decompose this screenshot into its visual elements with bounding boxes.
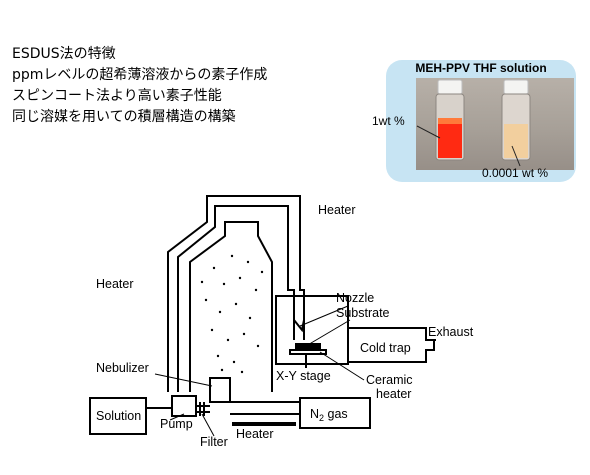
label-exhaust: Exhaust (428, 325, 474, 339)
label-heater-top: Heater (318, 203, 356, 217)
ceramic-heater-leader (319, 351, 365, 381)
label-heater-left: Heater (96, 277, 134, 291)
filter-leader (201, 413, 215, 437)
substrate-leader (305, 319, 351, 347)
label-heater-ceramic: heater (376, 387, 411, 401)
label-nebulizer: Nebulizer (96, 361, 149, 375)
feature-item-3: 同じ溶媒を用いての積層構造の構築 (12, 109, 236, 125)
label-nozzle: Nozzle (336, 291, 374, 305)
label-xy-stage: X-Y stage (276, 369, 331, 383)
label-pump: Pump (160, 417, 193, 431)
label-solution: Solution (96, 409, 141, 423)
feature-list: ESDUS法の特徴 ppmレベルの超希薄溶液からの素子作成 スピンコート法より高… (12, 44, 372, 128)
solution-photo-panel: MEH-PPV THF solution (386, 60, 576, 182)
label-substrate: Substrate (336, 306, 390, 320)
cold-trap (348, 327, 435, 363)
solution-reservoir (89, 397, 147, 435)
nebulizer-chamber (189, 221, 273, 392)
chamber-inner-wall (177, 205, 295, 392)
vials-image (416, 79, 531, 167)
filter (199, 402, 205, 416)
feature-item-1: ppmレベルの超希薄溶液からの素子作成 (12, 67, 268, 83)
label-ceramic: Ceramic (366, 373, 413, 387)
label-filter: Filter (200, 435, 228, 449)
vials-photo (416, 78, 574, 170)
label-1wt: 1wt % (372, 114, 405, 128)
low-concentration-solution (504, 124, 528, 158)
label-n2-gas: N2 gas (310, 407, 348, 423)
label-cold-trap: Cold trap (360, 341, 411, 355)
pump (171, 395, 197, 417)
label-heater-bottom: Heater (236, 427, 274, 441)
nozzle-leader (299, 305, 349, 327)
chamber-outer-wall (167, 195, 305, 392)
spray-droplets (200, 254, 264, 374)
high-concentration-solution (438, 122, 462, 158)
feature-item-2: スピンコート法より高い素子性能 (12, 88, 222, 104)
feature-title: ESDUS法の特徴 (12, 46, 116, 62)
nebulizer-leader (154, 373, 213, 387)
deposition-chamber (275, 295, 349, 365)
photo-title: MEH-PPV THF solution (415, 61, 547, 75)
nozzle (293, 319, 305, 333)
nebulizer (209, 377, 231, 403)
pump-leader (169, 413, 185, 421)
label-0001wt: 0.0001 wt % (482, 166, 549, 180)
gas-line (230, 401, 300, 415)
stage-top (289, 349, 327, 355)
